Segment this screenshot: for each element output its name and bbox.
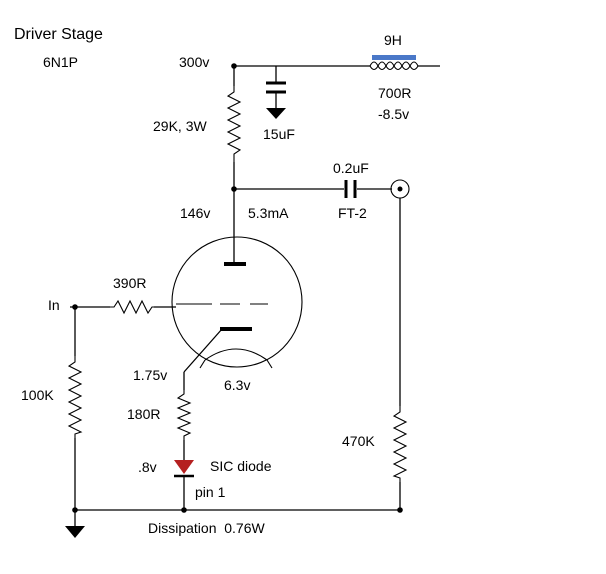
input-label: In — [48, 297, 60, 313]
triode-tube — [171, 236, 303, 369]
choke-label: 9H — [384, 32, 402, 48]
junction-dots — [72, 63, 403, 513]
grid-resistor-label: 100K — [21, 387, 54, 403]
junction-dot — [231, 186, 237, 192]
cathode-resistor — [176, 390, 192, 440]
junction-dot — [231, 63, 237, 69]
ground-symbol — [65, 526, 85, 538]
coupling-cap-label: 0.2uF — [333, 160, 369, 176]
junction-dot — [72, 507, 78, 513]
tube-heater — [204, 348, 268, 361]
junction-dot — [397, 507, 403, 513]
output-terminal — [390, 179, 410, 199]
tube-cathode — [220, 327, 252, 331]
junction-dot — [181, 507, 187, 513]
sic-diode — [174, 460, 194, 478]
cathode-resistor-label: 180R — [127, 406, 160, 422]
choke-resistance-label: 700R — [378, 85, 411, 101]
plate-current-label: 5.3mA — [248, 205, 289, 221]
diode-voltage-label: .8v — [138, 459, 157, 475]
dissipation-label: Dissipation 0.76W — [148, 520, 266, 536]
bypass-cap-label: 15uF — [263, 126, 295, 142]
output-resistor-label: 470K — [342, 433, 375, 449]
tube-plate — [224, 262, 246, 266]
coupling-capacitor — [344, 180, 357, 198]
pin-label: pin 1 — [195, 484, 226, 500]
diode-label: SIC diode — [210, 458, 272, 474]
coupling-cap-type-label: FT-2 — [338, 205, 367, 221]
plate-resistor-label: 29K, 3W — [153, 118, 207, 134]
plate-voltage-label: 146v — [180, 205, 210, 221]
output-resistor — [392, 406, 408, 482]
cathode-voltage-label: 1.75v — [133, 367, 167, 383]
grid-stopper-label: 390R — [113, 275, 146, 291]
grid-resistor — [67, 356, 83, 438]
plate-resistor — [226, 86, 242, 162]
diagram-title: Driver Stage — [14, 26, 103, 43]
tube-type-label: 6N1P — [43, 54, 78, 70]
junction-dot — [72, 304, 78, 310]
choke-inductor — [369, 55, 419, 71]
heater-voltage-label: 6.3v — [224, 377, 250, 393]
bypass-capacitor — [266, 81, 286, 94]
wires — [70, 65, 440, 526]
supply-voltage-label: 300v — [179, 54, 209, 70]
ground-symbol — [266, 108, 286, 119]
choke-drop-label: -8.5v — [378, 106, 409, 122]
grid-stopper-resistor — [110, 299, 154, 315]
